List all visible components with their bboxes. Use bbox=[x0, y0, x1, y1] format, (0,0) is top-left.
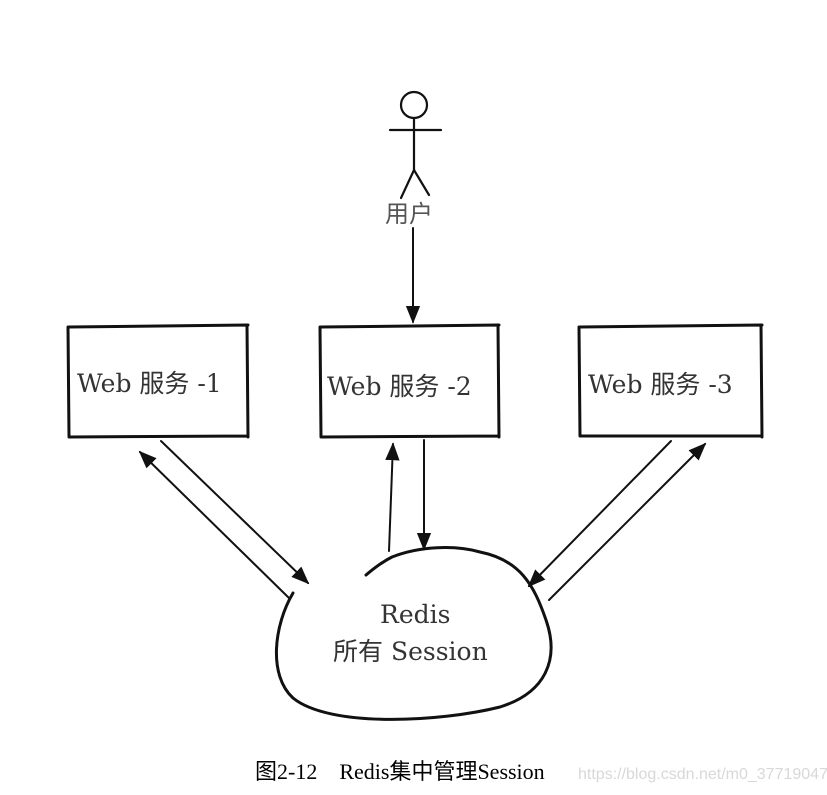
arrow-redis-to-web2 bbox=[385, 442, 400, 552]
web-server-2-box bbox=[318, 323, 501, 439]
web-server-2-label: Web 服务 -2 bbox=[327, 372, 472, 401]
redis-title: Redis bbox=[380, 600, 450, 629]
figure-caption: 图2-12 Redis集中管理Session bbox=[255, 759, 545, 784]
web-server-1-label: Web 服务 -1 bbox=[77, 369, 222, 398]
arrows-web3-redis bbox=[527, 440, 707, 601]
web-server-3-label: Web 服务 -3 bbox=[588, 370, 733, 399]
arrow-web3-to-redis bbox=[527, 440, 672, 588]
web-server-3-box bbox=[577, 323, 764, 439]
web-server-2: Web 服务 -2 bbox=[318, 323, 501, 439]
web-server-1: Web 服务 -1 bbox=[66, 323, 250, 439]
arrow-web1-to-redis bbox=[160, 440, 310, 585]
redis-subtitle: 所有 Session bbox=[333, 637, 488, 666]
redis-store: Redis 所有 Session bbox=[275, 546, 553, 721]
redis-cloud-shape bbox=[275, 546, 553, 721]
user-left-leg bbox=[399, 168, 416, 200]
arrows-web2-redis bbox=[385, 439, 432, 552]
arrows-web1-redis bbox=[138, 440, 310, 599]
web-server-3: Web 服务 -3 bbox=[577, 323, 764, 439]
user-actor: 用户 bbox=[385, 90, 443, 228]
user-right-leg bbox=[412, 168, 431, 197]
web-server-1-box bbox=[66, 323, 250, 439]
arrow-redis-to-web1 bbox=[138, 450, 290, 599]
watermark-url: https://blog.csdn.net/m0_37719047 bbox=[578, 766, 827, 783]
arrow-redis-to-web3 bbox=[548, 442, 707, 601]
user-head bbox=[399, 90, 429, 120]
user-label: 用户 bbox=[385, 200, 433, 228]
